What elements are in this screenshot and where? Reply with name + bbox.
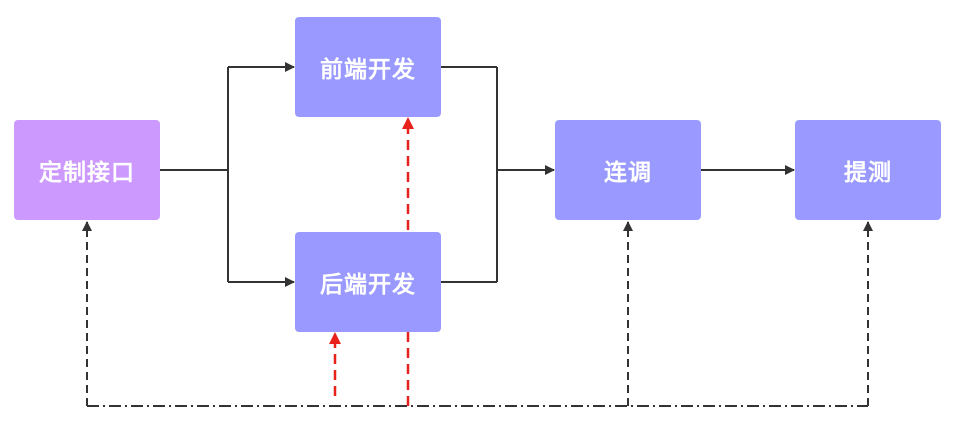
- node-integration-label: 连调: [604, 160, 652, 186]
- edge-merge: [441, 66, 498, 283]
- node-backend-dev-label: 后端开发: [320, 272, 416, 298]
- node-define-api: 定制接口: [14, 120, 160, 220]
- node-backend-dev: 后端开发: [295, 232, 441, 332]
- node-integration: 连调: [555, 120, 701, 220]
- edge-define-to-split: [160, 67, 229, 282]
- node-test-submit-label: 提测: [844, 160, 892, 186]
- node-define-api-label: 定制接口: [39, 160, 135, 186]
- node-test-submit: 提测: [795, 120, 941, 220]
- node-frontend-dev: 前端开发: [295, 17, 441, 117]
- node-frontend-dev-label: 前端开发: [320, 57, 416, 83]
